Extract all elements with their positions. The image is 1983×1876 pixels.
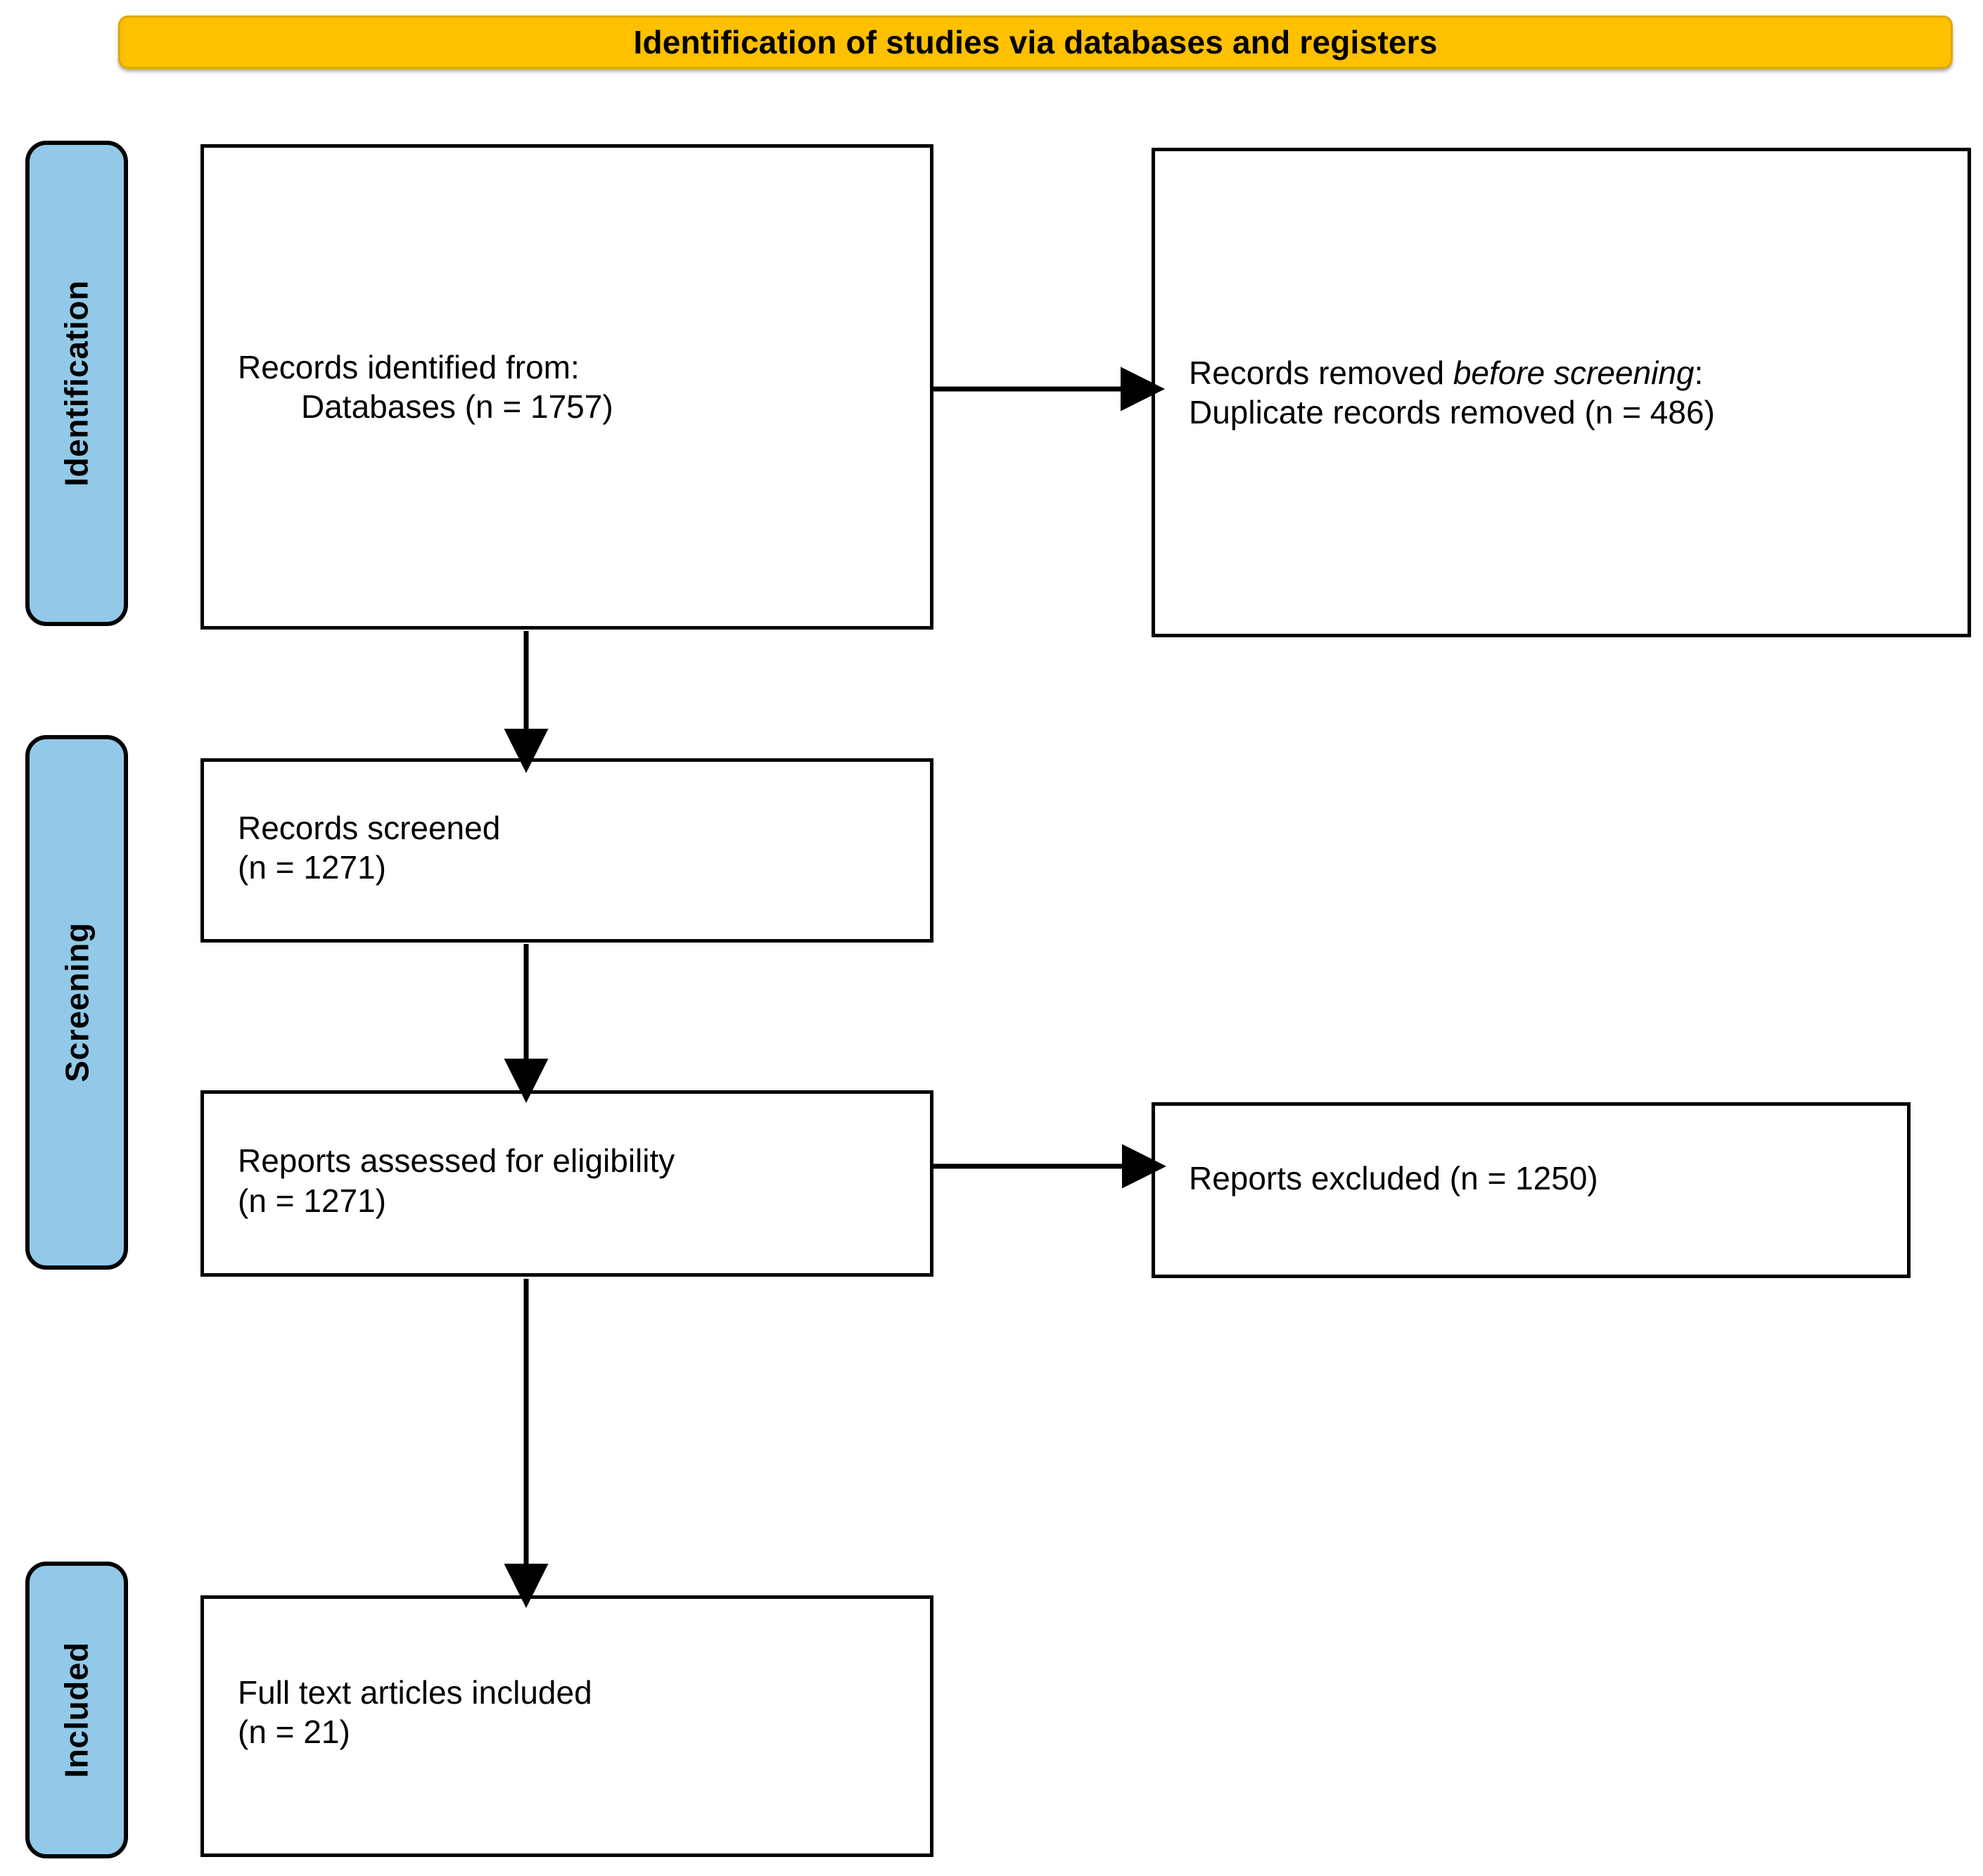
box-full-text-included: Full text articles included (n = 21) bbox=[200, 1595, 933, 1857]
box-reports-assessed-line1: Reports assessed for eligibility bbox=[238, 1142, 675, 1180]
box-full-text-included-line2: (n = 21) bbox=[238, 1714, 350, 1750]
box-records-identified-line1: Records identified from: bbox=[238, 348, 580, 385]
box-full-text-included-line1: Full text articles included bbox=[238, 1673, 592, 1711]
box-records-removed-line1: Records removed before screening: bbox=[1155, 353, 1968, 393]
box-reports-assessed-eligibility: Reports assessed for eligibility (n = 12… bbox=[200, 1090, 933, 1277]
box-records-screened: Records screened (n = 1271) bbox=[200, 758, 933, 943]
box-records-removed-line1-post: : bbox=[1694, 354, 1704, 391]
box-reports-excluded-line1: Reports excluded (n = 1250) bbox=[1189, 1159, 1598, 1197]
diagram-header-banner: Identification of studies via databases … bbox=[118, 15, 1953, 69]
page-title: Identification of studies via databases … bbox=[633, 24, 1438, 60]
box-records-removed-line2: Duplicate records removed (n = 486) bbox=[1189, 394, 1715, 430]
box-records-removed-line1-italic: before screening bbox=[1453, 354, 1695, 391]
box-records-removed: Records removed before screening: Duplic… bbox=[1152, 148, 1971, 637]
stage-label-identification: Identification bbox=[25, 141, 128, 626]
box-records-identified-line2: Databases (n = 1757) bbox=[301, 388, 613, 425]
stage-label-screening: Screening bbox=[25, 735, 128, 1270]
stage-label-identification-text: Identification bbox=[58, 280, 96, 487]
box-records-screened-line2: (n = 1271) bbox=[238, 849, 386, 886]
box-reports-excluded: Reports excluded (n = 1250) bbox=[1152, 1102, 1911, 1278]
box-records-screened-line1: Records screened bbox=[238, 809, 501, 846]
box-records-identified: Records identified from: Databases (n = … bbox=[200, 144, 933, 630]
box-reports-assessed-line2: (n = 1271) bbox=[238, 1182, 386, 1219]
stage-label-included: Included bbox=[25, 1562, 128, 1858]
stage-label-included-text: Included bbox=[58, 1642, 95, 1778]
stage-label-screening-text: Screening bbox=[58, 922, 96, 1083]
box-records-removed-line1-pre: Records removed bbox=[1189, 354, 1453, 391]
